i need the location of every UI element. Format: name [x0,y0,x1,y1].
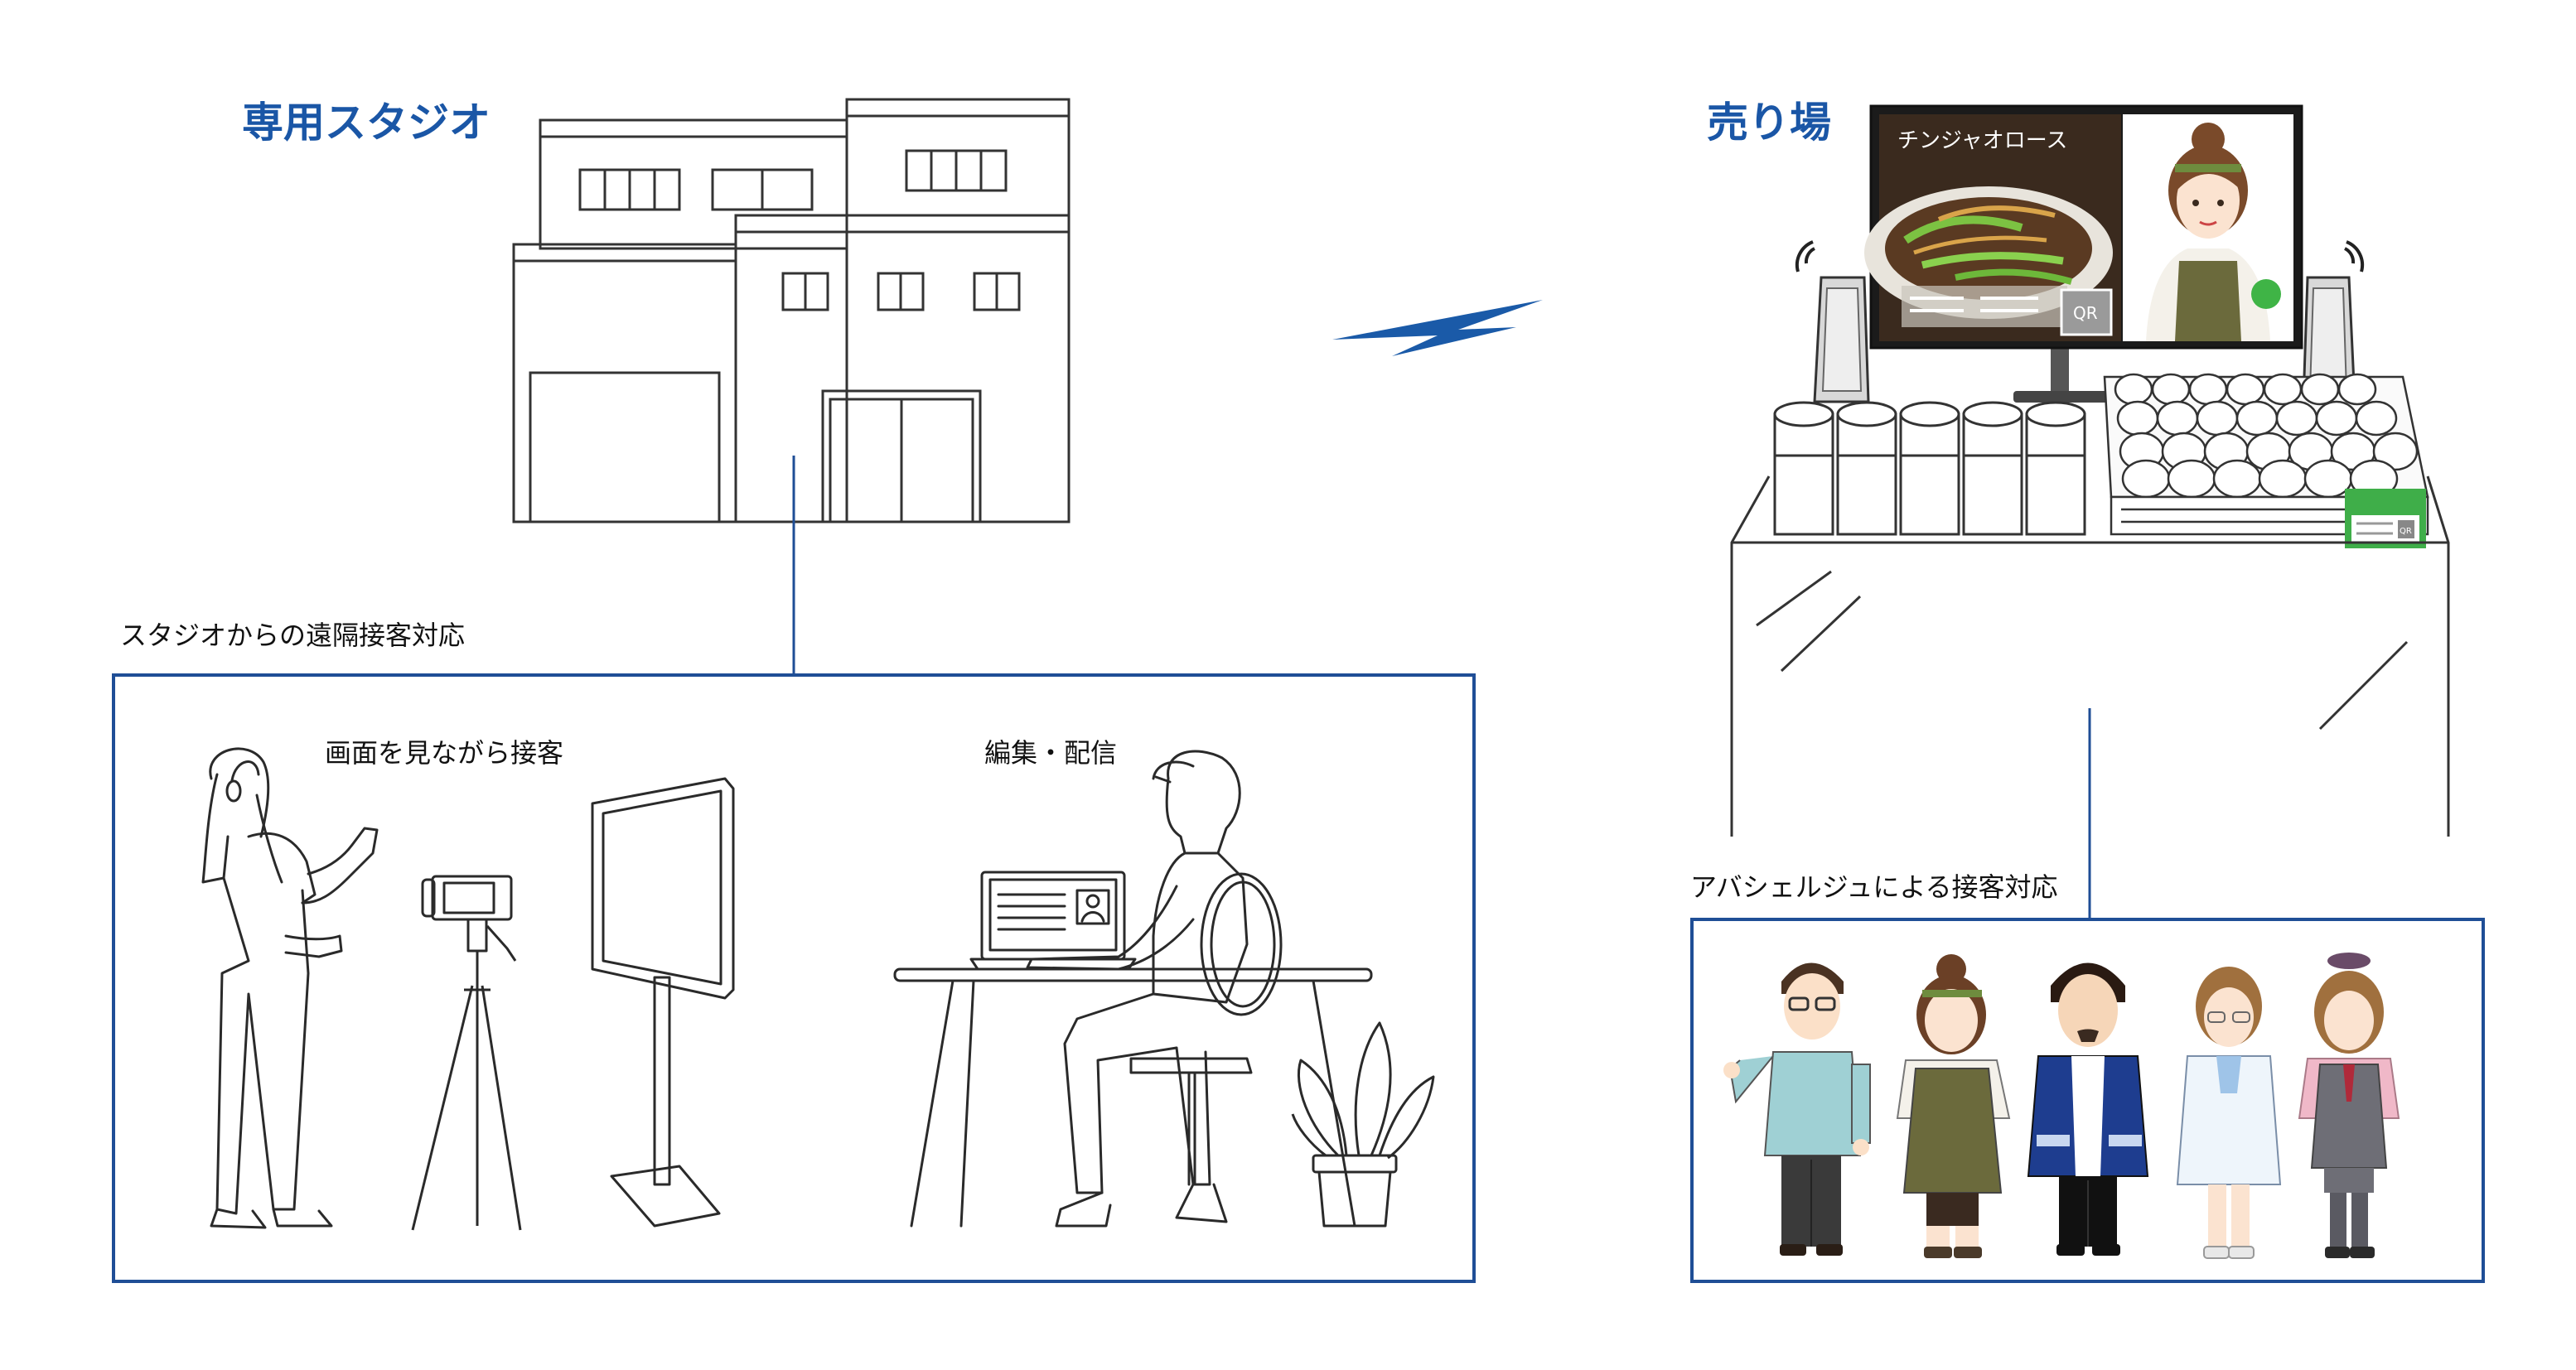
avatar-frame [1690,918,2485,1283]
window [711,168,814,211]
speaker-right-icon [2302,240,2365,403]
studio-scene-frame [112,673,1476,1283]
scene-caption-edit-stream: 編集・配信 [984,737,1117,769]
signage-monitor: チンジャオロース QR [1795,104,2365,403]
svg-text:QR: QR [2073,303,2098,323]
studio-title: 専用スタジオ [242,99,491,147]
screen-avatar [2146,123,2281,341]
store-title: 売り場 [1707,99,1831,147]
avatar-woman-apron [1896,954,2011,1258]
window [578,168,681,211]
avatar-man-glasses [1723,962,1871,1256]
avatar-woman-uniform [2298,953,2400,1258]
display-counter [1730,475,2450,837]
avatar-service-caption: アバシェルジュによる接客対応 [1690,871,2058,903]
screen-food-name: チンジャオロース [1897,128,2067,153]
wireless-lightning-icon [1332,300,1543,356]
editor-at-desk-illustration [893,750,1373,1228]
window [877,272,925,311]
scene-caption-live-service: 画面を見ながら接客 [325,737,563,769]
food-photo [1864,186,2113,327]
pepper-basket [2103,373,2429,536]
tripod-camera-illustration [411,875,522,1231]
window [781,272,829,311]
price-tag-qr-label: QR [2400,527,2412,536]
display-monitor-illustration [591,777,735,1228]
studio-building [512,98,1071,523]
window [905,149,1008,192]
screen-qr-code: QR [2060,288,2113,336]
avatar-man-happi [2027,962,2149,1256]
remote-service-caption: スタジオからの遠隔接客対応 [120,620,465,651]
price-tag: QR [2345,489,2426,548]
entrance-door [821,389,982,523]
garage-door [529,371,721,523]
operator-woman-illustration [201,747,379,1229]
speaker-left-icon [1795,240,1870,403]
product-cylinders [1773,401,2086,536]
avatar-woman-white-coat [2176,967,2282,1259]
potted-plant-illustration [1291,1021,1435,1228]
window [973,272,1021,311]
